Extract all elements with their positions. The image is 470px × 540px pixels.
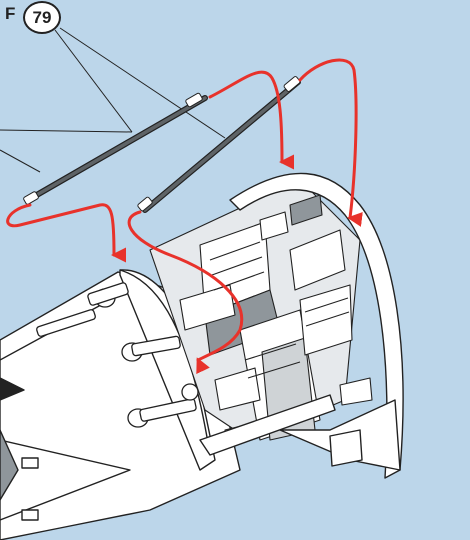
step-number-badge: 79 xyxy=(23,1,61,34)
outer-shell xyxy=(199,172,404,479)
internal-mechanism xyxy=(149,179,373,447)
step-number: 79 xyxy=(32,7,52,27)
red-arrows xyxy=(6,58,363,375)
red-arrow-icon xyxy=(298,58,363,227)
red-arrow-icon xyxy=(208,70,295,170)
cable-part-left xyxy=(23,92,208,205)
leader-lines xyxy=(0,27,226,173)
cable-part-right xyxy=(137,76,301,213)
red-arrow-icon xyxy=(6,203,127,263)
red-arrow-icon xyxy=(127,210,244,375)
step-letter: F xyxy=(5,4,16,23)
